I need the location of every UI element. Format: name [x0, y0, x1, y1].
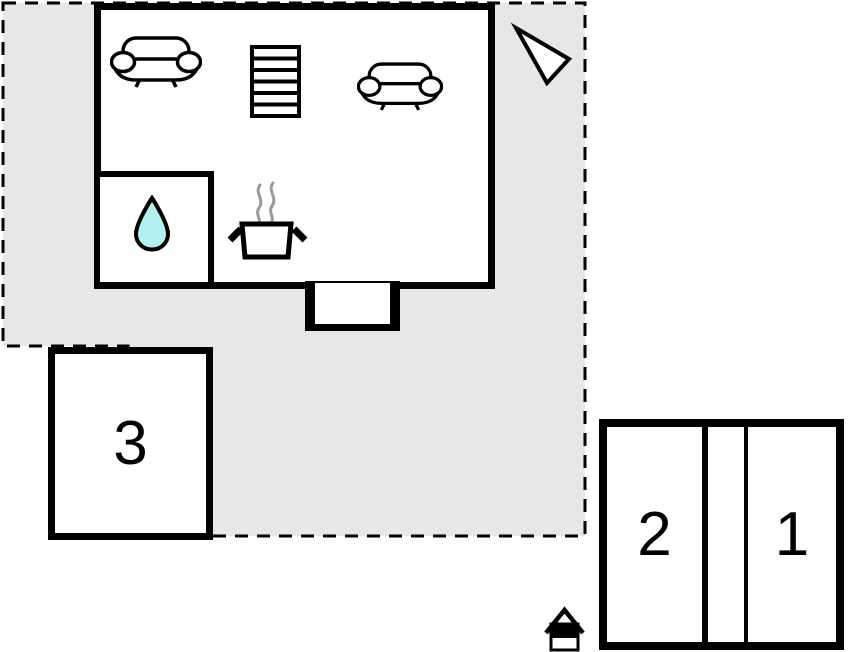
- house-marker-icon: [544, 606, 585, 652]
- room-1-label: 1: [774, 499, 810, 569]
- entrance-porch: [305, 281, 400, 331]
- wall-divider: [702, 427, 708, 642]
- sofa-icon: [357, 62, 443, 111]
- room-1: 1: [748, 427, 836, 642]
- outbuilding: 2 1: [599, 419, 844, 650]
- wall-divider: [744, 427, 748, 642]
- room-3: 3: [48, 347, 213, 540]
- cooking-pot-icon: [228, 181, 308, 260]
- sofa-icon: [110, 36, 202, 88]
- room-3-label: 3: [113, 408, 148, 478]
- north-arrow-icon: [510, 22, 573, 87]
- stairs-icon: [250, 45, 301, 118]
- room-2: 2: [607, 427, 702, 642]
- water-drop-icon: [133, 195, 171, 252]
- room-2-label: 2: [637, 499, 672, 569]
